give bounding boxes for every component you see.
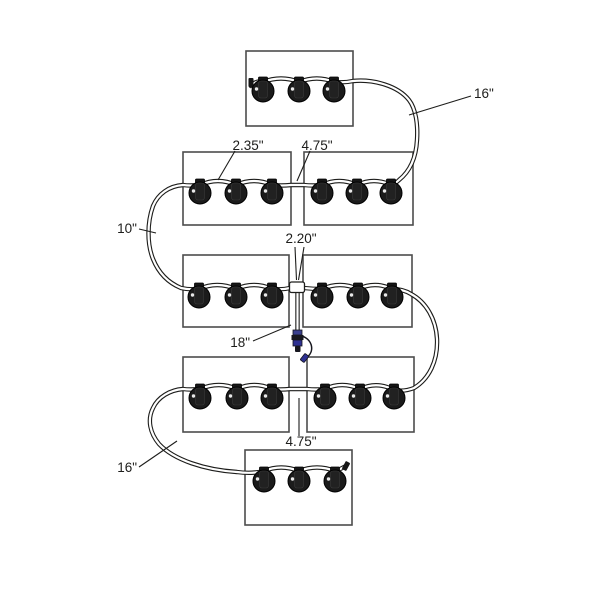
leader-power-pigtail: [252, 324, 292, 342]
panel-row4-left: [182, 356, 290, 433]
power-plug: [291, 329, 313, 363]
dim-label-lead-bottom-left: 16": [117, 460, 137, 475]
inline-connector: [288, 281, 306, 294]
plug-collar: [292, 329, 303, 336]
panel-bottom: [244, 449, 353, 526]
cable-end-cap: [342, 461, 350, 471]
harness-cables: [149, 79, 438, 473]
dim-label-drop-connector: 2.20": [285, 231, 316, 246]
panel-row4-right: [306, 356, 415, 433]
panel-top: [245, 50, 354, 127]
leader-panel-gap-top: [296, 150, 311, 182]
leader-lead-top-right: [408, 95, 472, 116]
leader-drop-connector-b: [297, 246, 305, 281]
plug-tip: [295, 346, 301, 352]
panel-row2-left: [182, 151, 292, 226]
dim-label-power-pigtail: 18": [230, 335, 250, 350]
dimension-labels: 2.35" 4.75" 16" 10" 2.20" 18" 4.75" 16": [117, 86, 494, 475]
leader-light-spacing: [217, 150, 236, 181]
leader-lead-bottom-left: [138, 440, 178, 468]
leader-drop-connector-a: [294, 246, 298, 281]
leader-side-loop-left: [138, 228, 157, 234]
dim-label-lead-top-right: 16": [474, 86, 494, 101]
dimension-leaders: [138, 95, 472, 468]
pigtail-terminal: [300, 353, 309, 363]
dim-label-panel-gap-bottom: 4.75": [285, 434, 316, 449]
dim-label-light-spacing: 2.35": [232, 138, 263, 153]
plug-band: [291, 335, 304, 340]
dim-label-panel-gap-top: 4.75": [301, 138, 332, 153]
plug-body: [292, 339, 303, 347]
dim-label-side-loop-left: 10": [117, 221, 137, 236]
panel-row2-right: [303, 151, 414, 226]
cable-start-cap: [248, 78, 254, 87]
